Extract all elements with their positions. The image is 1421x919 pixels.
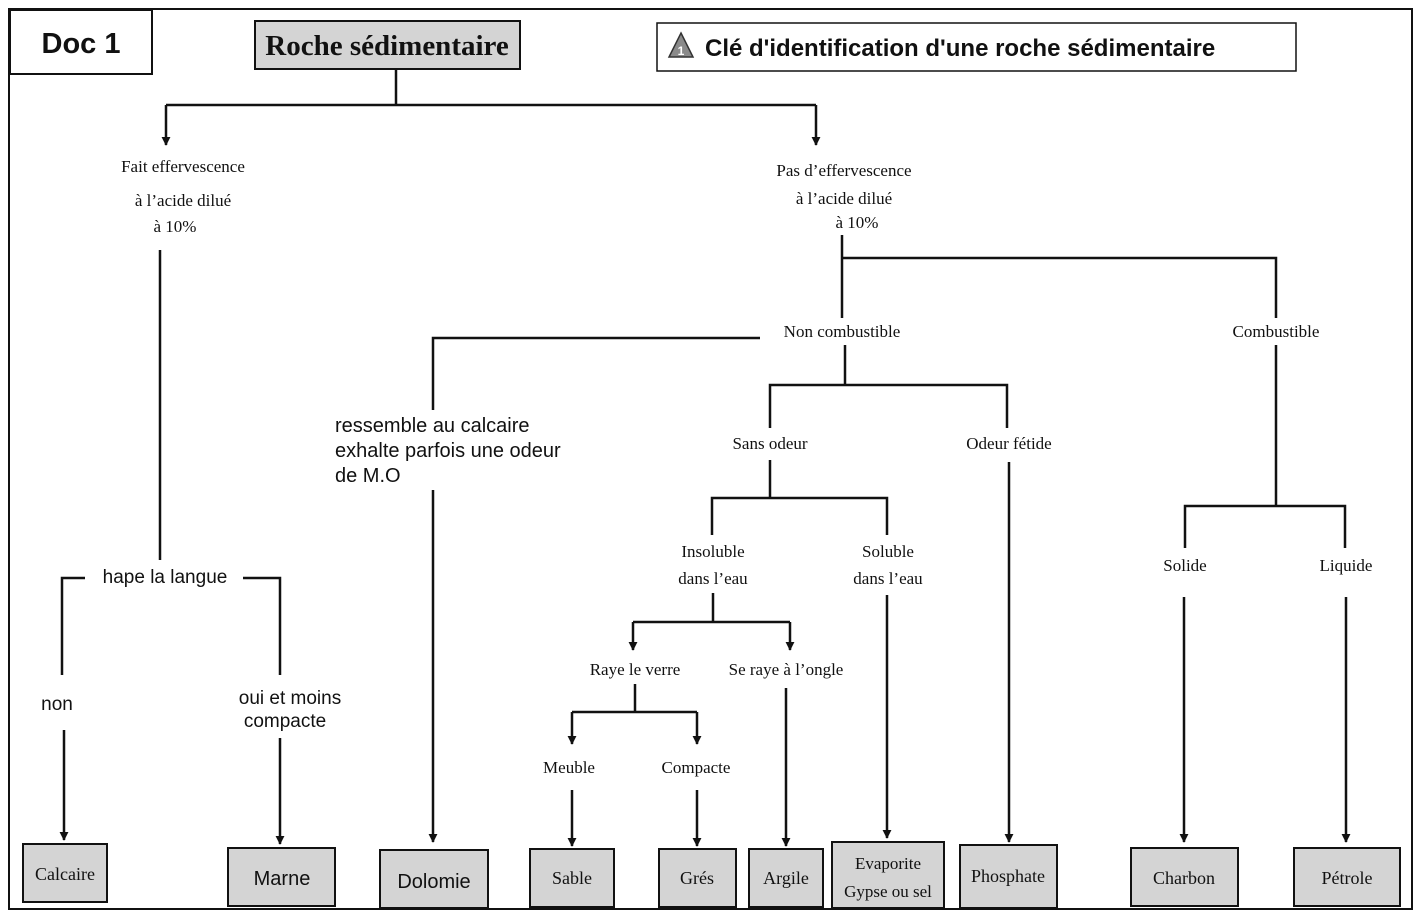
doc-label: Doc 1 bbox=[42, 28, 121, 60]
rock-box-argile: Argile bbox=[748, 848, 824, 908]
svg-text:Soluble: Soluble bbox=[862, 542, 914, 561]
svg-text:ressemble au calcaire: ressemble au calcaire bbox=[335, 415, 530, 437]
combustible-label: Combustible bbox=[1233, 322, 1320, 341]
rock-box-marne: Marne bbox=[227, 847, 336, 907]
svg-text:Gypse ou sel: Gypse ou sel bbox=[844, 882, 932, 901]
rock-box-sable: Sable bbox=[529, 848, 615, 908]
solide-label: Solide bbox=[1163, 556, 1206, 575]
key-title-box bbox=[656, 22, 1297, 72]
hape-langue-label: hape la langue bbox=[103, 567, 228, 588]
liquide-label: Liquide bbox=[1320, 556, 1373, 575]
outer-frame bbox=[8, 8, 1413, 910]
rock-box-petrole: Pétrole bbox=[1293, 847, 1401, 907]
svg-text:exhalte parfois une odeur: exhalte parfois une odeur bbox=[335, 440, 561, 462]
svg-text:dans l’eau: dans l’eau bbox=[678, 569, 748, 588]
criterion-line: Pas d’effervescence bbox=[776, 161, 911, 180]
svg-text:dans l’eau: dans l’eau bbox=[853, 569, 923, 588]
criterion-line: à l’acide dilué bbox=[796, 189, 892, 208]
warning-triangle-icon: 1 bbox=[667, 31, 695, 58]
svg-text:Dolomie: Dolomie bbox=[397, 871, 470, 893]
doc-label-box bbox=[9, 9, 153, 75]
svg-text:Evaporite: Evaporite bbox=[855, 854, 921, 873]
svg-text:Pétrole: Pétrole bbox=[1322, 868, 1373, 888]
rock-box-gres: Grés bbox=[658, 848, 737, 908]
svg-text:Phosphate: Phosphate bbox=[971, 866, 1045, 886]
ressemble-calcaire-label: ressemble au calcaire exhalte parfois un… bbox=[335, 415, 561, 487]
criterion-line: à l’acide dilué bbox=[135, 191, 231, 210]
odeur-fetide-label: Odeur fétide bbox=[966, 434, 1051, 453]
svg-text:Grés: Grés bbox=[680, 868, 714, 888]
criterion-line: à 10% bbox=[154, 217, 197, 236]
svg-text:Marne: Marne bbox=[254, 868, 311, 890]
rock-box-evaporite: Evaporite Gypse ou sel bbox=[831, 841, 945, 909]
svg-text:oui et moins: oui et moins bbox=[239, 688, 341, 709]
svg-text:Sable: Sable bbox=[552, 868, 592, 888]
no-effervescence-criterion: Pas d’effervescence à l’acide dilué à 10… bbox=[776, 161, 911, 232]
svg-text:Charbon: Charbon bbox=[1153, 868, 1215, 888]
rock-box-phosphate: Phosphate bbox=[959, 844, 1058, 909]
non-label: non bbox=[41, 694, 73, 715]
non-combustible-label: Non combustible bbox=[784, 322, 901, 341]
criterion-line: Fait effervescence bbox=[121, 157, 245, 176]
svg-text:Argile: Argile bbox=[763, 868, 809, 888]
title-box bbox=[254, 20, 521, 70]
rock-box-dolomie: Dolomie bbox=[379, 849, 489, 909]
effervescence-criterion: Fait effervescence à l’acide dilué à 10% bbox=[121, 157, 245, 236]
svg-text:compacte: compacte bbox=[244, 711, 326, 732]
criterion-line: à 10% bbox=[836, 213, 879, 232]
oui-moins-compacte-label: oui et moins compacte bbox=[239, 688, 341, 732]
se-raye-ongle-label: Se raye à l’ongle bbox=[729, 660, 844, 679]
svg-text:Calcaire: Calcaire bbox=[35, 864, 95, 884]
compacte-label: Compacte bbox=[662, 758, 731, 777]
sans-odeur-label: Sans odeur bbox=[732, 434, 807, 453]
raye-verre-label: Raye le verre bbox=[590, 660, 681, 679]
insoluble-label: Insoluble dans l’eau bbox=[678, 542, 748, 588]
page-title: Roche sédimentaire bbox=[265, 30, 509, 62]
key-title: Clé d'identification d'une roche sédimen… bbox=[705, 35, 1215, 62]
meuble-label: Meuble bbox=[543, 758, 595, 777]
svg-text:de M.O: de M.O bbox=[335, 465, 401, 487]
rock-box-charbon: Charbon bbox=[1130, 847, 1239, 907]
svg-text:1: 1 bbox=[678, 44, 685, 58]
connectors bbox=[59, 69, 1351, 847]
svg-text:Insoluble: Insoluble bbox=[681, 542, 744, 561]
rock-box-calcaire: Calcaire bbox=[22, 843, 108, 903]
soluble-label: Soluble dans l’eau bbox=[853, 542, 923, 588]
